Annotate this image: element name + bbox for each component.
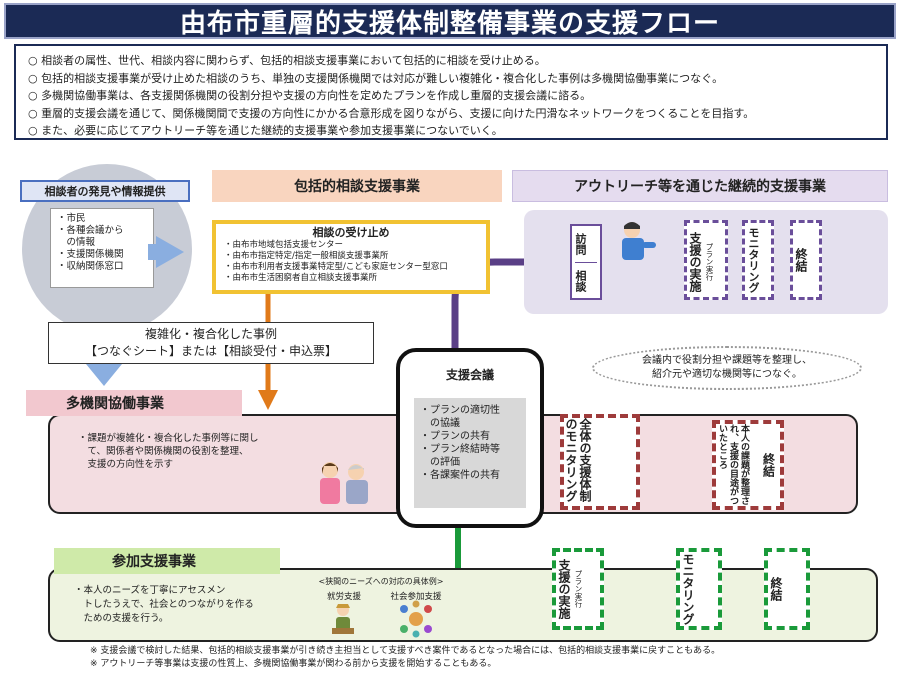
- discovery-list: ・市民 ・各種会議から の情報 ・支援関係機関 ・収納関係窓口: [50, 208, 154, 288]
- meeting-item: の協議: [420, 418, 460, 429]
- comprehensive-label: 包括的相談支援事業: [212, 170, 502, 202]
- outreach-implement-sub: プラン実行: [705, 243, 714, 281]
- work-support-icon: [332, 604, 354, 634]
- page-title-bar: 由布市重層的支援体制整備事業の支援フロー: [4, 3, 896, 39]
- discovery-arrow: [156, 236, 184, 268]
- part-end-box: 終結: [764, 548, 810, 630]
- part-monitoring-label: モニタリング: [681, 553, 695, 625]
- complex-down-arrow: [86, 364, 122, 386]
- part-text-line: トしたうえで、社会とのつながりを作る: [74, 599, 254, 610]
- summary-line: ○ 包括的相談支援事業が受け止めた相談のうち、単独の支援関係機関では対応が難しい…: [28, 71, 724, 85]
- outreach-implement-box: 支援の実施 プラン実行: [684, 220, 728, 300]
- speech-line2: 紹介元や適切な機関等につなぐ。: [652, 369, 802, 380]
- outreach-end-label: 終結: [794, 248, 808, 272]
- multi-text-line: ・課題が複雑化・複合化した事例等に関し: [78, 433, 259, 444]
- part-implement-sub: プラン実行: [574, 570, 583, 608]
- staff-person-icon: [622, 222, 656, 260]
- footnote-line: ※ アウトリーチ等事業は支援の性質上、多機関協働事業が関わる前から支援を開始する…: [90, 659, 497, 669]
- visit-label: 訪問: [574, 233, 587, 255]
- footnotes: ※ 支援会議で検討した結果、包括的相談支援事業が引き続き主担当として支援すべき案…: [90, 645, 890, 671]
- summary-line: ○ 重層的支援会議を通じて、関係機関間で支援の方向性にかかる合意形成を図りながら…: [28, 106, 755, 120]
- page-title: 由布市重層的支援体制整備事業の支援フロー: [179, 8, 720, 39]
- multi-monitoring-box: 全体の支援体制のモニタリング: [560, 414, 640, 510]
- meeting-item: の評価: [420, 457, 460, 468]
- part-text-line: ・本人のニーズを丁寧にアセスメン: [74, 585, 226, 596]
- comprehensive-item: ・由布市利用者支援事業特定型/こども家庭センター型窓口: [224, 262, 448, 272]
- meeting-item: ・各課案件の共有: [420, 470, 500, 481]
- summary-box: ○ 相談者の属性、世代、相談内容に関わらず、包括的相談支援事業において包括的に相…: [14, 44, 888, 140]
- speech-line1: 会議内で役割分担や課題等を整理し、: [642, 355, 812, 366]
- multi-agency-label: 多機関協働事業: [26, 390, 242, 416]
- summary-line: ○ また、必要に応じてアウトリーチ等を通じた継続的支援事業や参加支援事業につない…: [28, 124, 503, 137]
- multi-text-line: 支援の方向性を示す: [78, 459, 174, 470]
- footnote-line: ※ 支援会議で検討した結果、包括的相談支援事業が引き続き主担当として支援すべき案…: [90, 646, 721, 656]
- multi-monitoring-label: 全体の支援体制のモニタリング: [564, 418, 592, 502]
- multi-end-box: 本人の課題が整理され、支援の目途がついたところ: [712, 420, 784, 510]
- discovery-label: 相談者の発見や情報提供: [20, 180, 190, 202]
- support-meeting-title: 支援会議: [445, 368, 494, 382]
- multi-text-line: て、関係者や関係機関の役割を整理、: [78, 446, 249, 457]
- multi-agency-text: ・課題が複雑化・複合化した事例等に関し て、関係者や関係機関の役割を整理、 支援…: [78, 432, 298, 471]
- complex-line1: 複雑化・複合化した事例: [144, 327, 277, 341]
- multi-condition-label: 本人の課題が整理され、支援の目途がついたところ: [717, 424, 749, 505]
- part-end-label: 終結: [769, 577, 783, 601]
- discovery-item: ・収納関係窓口: [57, 261, 124, 272]
- support-meeting-list: ・プランの適切性 の協議 ・プランの共有 ・プラン終結時等 の評価 ・各課案件の…: [414, 398, 526, 508]
- outreach-implement-label: 支援の実施: [688, 232, 702, 292]
- complex-line2: 【つなぐシート】または【相談受付・申込票】: [84, 344, 337, 358]
- participation-example1: 就労支援: [326, 592, 361, 602]
- outreach-monitoring-box: モニタリング: [742, 220, 774, 300]
- comprehensive-box: 相談の受け止め ・由布市地域包括支援センター ・由布市指定特定/指定一般相談支援…: [212, 220, 490, 294]
- discovery-item: の情報: [57, 237, 96, 248]
- discovery-item: ・各種会議から: [57, 225, 124, 236]
- meeting-item: ・プランの共有: [420, 431, 490, 442]
- meeting-item: ・プランの適切性: [420, 405, 500, 416]
- discovery-item: ・支援関係機関: [57, 249, 124, 260]
- social-participation-icon: [400, 600, 432, 638]
- comprehensive-item: ・由布市指定特定/指定一般相談支援事業所: [224, 251, 389, 261]
- participation-example-title: <狭間のニーズへの対応の具体例>: [318, 577, 444, 586]
- visit-consult-box: 訪問 相談: [570, 224, 602, 300]
- consult-label: 相談: [574, 270, 587, 292]
- part-implement-box: 支援の実施 プラン実行: [552, 548, 604, 630]
- discovery-item: ・市民: [57, 213, 86, 224]
- meeting-note-bubble: 会議内で役割分担や課題等を整理し、 紹介元や適切な機関等につなぐ。: [592, 346, 862, 390]
- summary-line: ○ 相談者の属性、世代、相談内容に関わらず、包括的相談支援事業において包括的に相…: [28, 54, 546, 67]
- comp-down-arrowhead: [258, 390, 278, 410]
- outreach-monitoring-label: モニタリング: [747, 227, 760, 293]
- part-text-line: ための支援を行う。: [74, 613, 169, 624]
- comprehensive-item: ・由布市地域包括支援センター: [224, 240, 344, 250]
- part-implement-label: 支援の実施: [557, 559, 571, 619]
- meeting-item: ・プラン終結時等: [420, 444, 500, 455]
- part-monitoring-box: モニタリング: [676, 548, 722, 630]
- participation-example2: 社会参加支援: [390, 592, 442, 602]
- comprehensive-item: ・由布市生活困窮者自立相談支援事業所: [224, 273, 378, 283]
- complex-cases-box: 複雑化・複合化した事例 【つなぐシート】または【相談受付・申込票】: [48, 322, 374, 364]
- comprehensive-box-title: 相談の受け止め: [312, 226, 390, 239]
- summary-line: ○ 多機関協働事業は、各支援関係機関の役割分担や支援の方向性を定めたプランを作成…: [28, 89, 592, 102]
- participation-text: ・本人のニーズを丁寧にアセスメン トしたうえで、社会とのつながりを作る ための支…: [74, 584, 294, 626]
- participation-label: 参加支援事業: [54, 548, 280, 574]
- outreach-label: アウトリーチ等を通じた継続的支援事業: [512, 170, 888, 202]
- outreach-end-box: 終結: [790, 220, 822, 300]
- multi-end-label: 終結: [761, 453, 776, 477]
- participation-panel: [48, 568, 878, 642]
- consultation-people-icon: [320, 462, 368, 504]
